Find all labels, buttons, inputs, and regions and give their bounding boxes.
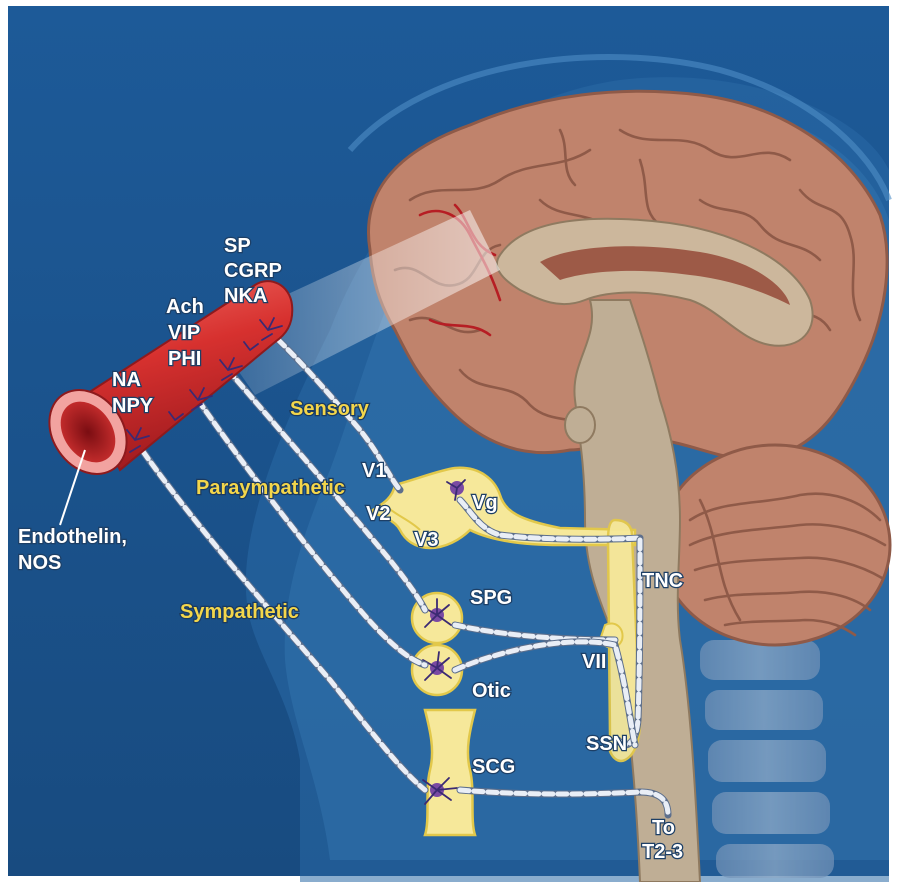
label-tnc: TNC — [642, 570, 683, 592]
scg-ganglion — [425, 710, 475, 835]
label-parasympathetic: Paraympathetic — [196, 477, 345, 499]
label-sensory: Sensory — [290, 398, 370, 420]
label-to: To — [652, 817, 675, 839]
label-ssn: SSN — [586, 733, 627, 755]
label-scg: SCG — [472, 756, 515, 778]
label-vg: Vg — [472, 492, 498, 514]
label-ach: Ach — [166, 296, 204, 318]
label-endothelin: Endothelin, — [18, 526, 127, 548]
label-sympathetic: Sympathetic — [180, 601, 299, 623]
label-v3: V3 — [414, 529, 438, 551]
label-vip: VIP — [168, 322, 200, 344]
label-t23: T2-3 — [642, 841, 683, 863]
cerebellum — [660, 445, 890, 645]
label-nka: NKA — [224, 285, 267, 307]
label-otic: Otic — [472, 680, 511, 702]
label-npy: NPY — [112, 395, 154, 417]
label-spg: SPG — [470, 587, 512, 609]
label-nos: NOS — [18, 552, 61, 574]
label-na: NA — [112, 369, 141, 391]
label-cgrp: CGRP — [224, 260, 282, 282]
label-v1: V1 — [362, 460, 386, 482]
label-sp: SP — [224, 235, 251, 257]
label-phi: PHI — [168, 348, 201, 370]
label-vii: VII — [582, 651, 606, 673]
label-v2: V2 — [366, 503, 390, 525]
